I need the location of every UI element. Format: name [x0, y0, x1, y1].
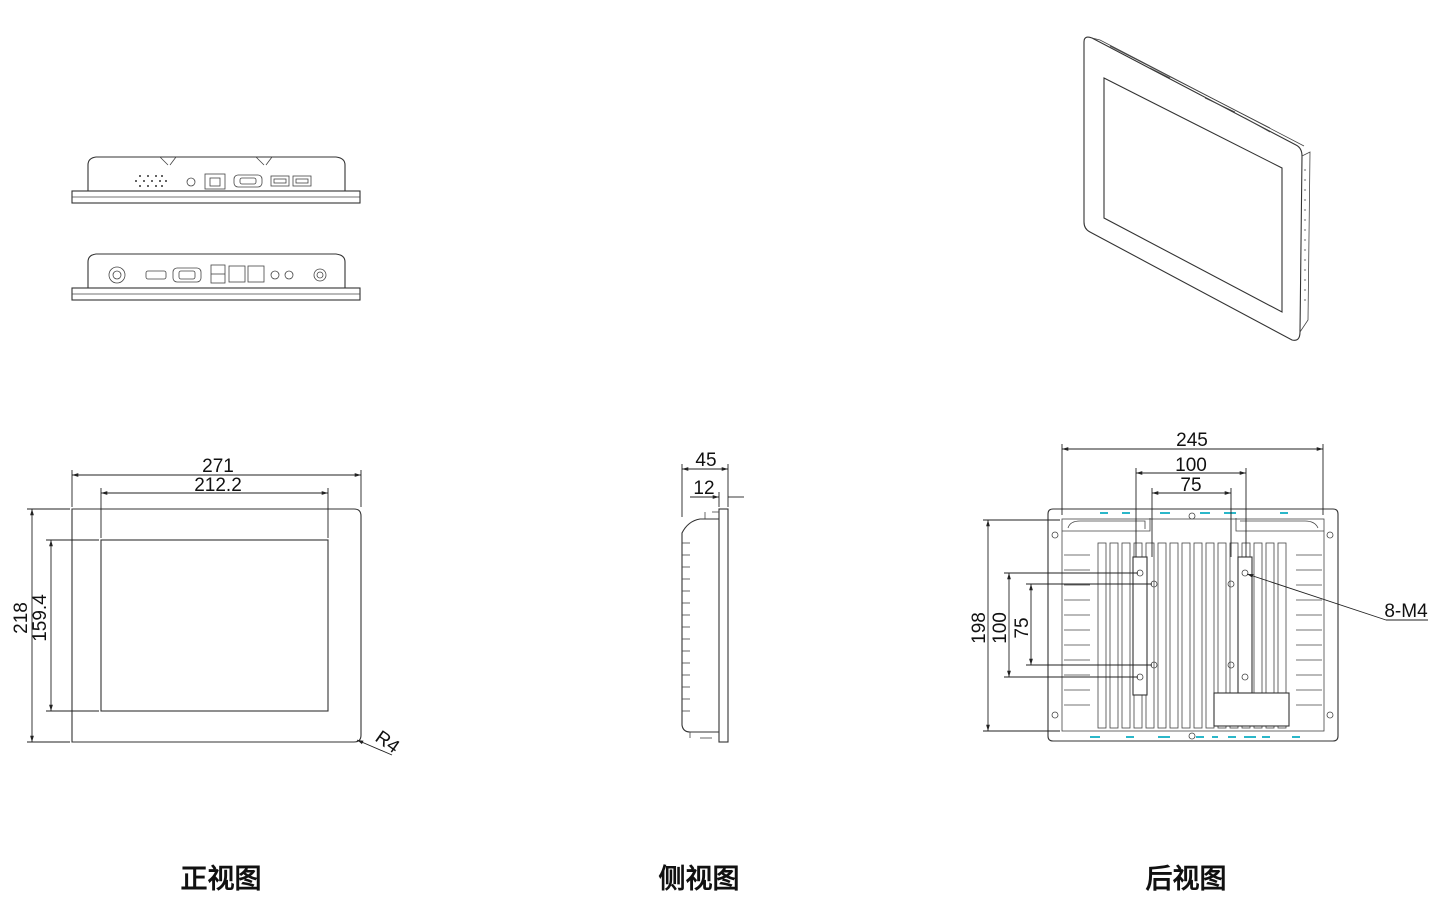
- power-button-icon: [313, 268, 327, 282]
- label-plate: [1213, 692, 1290, 727]
- dim-depth: 45: [695, 450, 716, 471]
- heatsink-fins: [682, 542, 690, 712]
- dim-width-inner: 212.2: [194, 475, 242, 496]
- caption-rear-view: 后视图: [1146, 864, 1227, 895]
- dim-vesa-75-h: 75: [1180, 475, 1201, 496]
- bottom-edge-view: [71, 253, 361, 301]
- usb-port-icon: [292, 175, 312, 187]
- front-panel-outline: [71, 508, 362, 743]
- rj45-port-icon: [228, 265, 246, 283]
- isometric-view: [1083, 36, 1311, 341]
- side-housing: [681, 518, 719, 733]
- dc-power-jack-icon: [108, 266, 126, 284]
- hdmi-port-icon: [145, 270, 167, 280]
- serial-port-icon: [233, 174, 263, 188]
- side-fins: [1304, 169, 1306, 301]
- dim-vesa-75-v: 75: [1012, 617, 1033, 638]
- dim-rear-height: 198: [969, 612, 990, 644]
- caption-front-view: 正视图: [181, 864, 262, 895]
- dim-rear-width: 245: [1176, 430, 1208, 451]
- side-bezel: [718, 508, 729, 743]
- dim-bezel: 12: [693, 478, 714, 499]
- power-led-icon: [186, 177, 196, 187]
- vga-port-icon: [172, 267, 202, 283]
- dim-screws: 8-M4: [1384, 601, 1428, 622]
- rear-outline: [1047, 508, 1339, 742]
- front-view: 271 212.2 218 159.4 R4: [11, 456, 403, 758]
- isometric-ports: [1149, 67, 1271, 133]
- audio-jack-icon: [270, 270, 280, 280]
- dim-width-outer: 271: [202, 456, 234, 477]
- audio-jack-icon: [284, 270, 294, 280]
- rj45-port-icon: [204, 173, 226, 190]
- dim-vesa-100-v: 100: [990, 612, 1011, 644]
- caption-side-view: 侧视图: [659, 864, 740, 895]
- display-area: [100, 539, 329, 712]
- side-view: 45 12: [681, 450, 744, 743]
- corner-screws: [1051, 512, 1334, 740]
- top-edge-view: [71, 156, 361, 204]
- side-fins: [1064, 554, 1322, 706]
- rear-view: 245 100 75 198 100 75 8-M4: [969, 430, 1428, 742]
- rj45-port-icon: [247, 265, 265, 283]
- usb-port-icon: [270, 175, 290, 187]
- vesa-rails: [1132, 556, 1253, 696]
- dim-vesa-100-h: 100: [1175, 455, 1207, 476]
- dim-height-outer: 218: [11, 602, 32, 634]
- dim-corner-radius: R4: [371, 727, 403, 758]
- cyan-markings: [1090, 512, 1300, 738]
- vent-holes: [135, 175, 167, 187]
- dim-height-inner: 159.4: [30, 594, 51, 642]
